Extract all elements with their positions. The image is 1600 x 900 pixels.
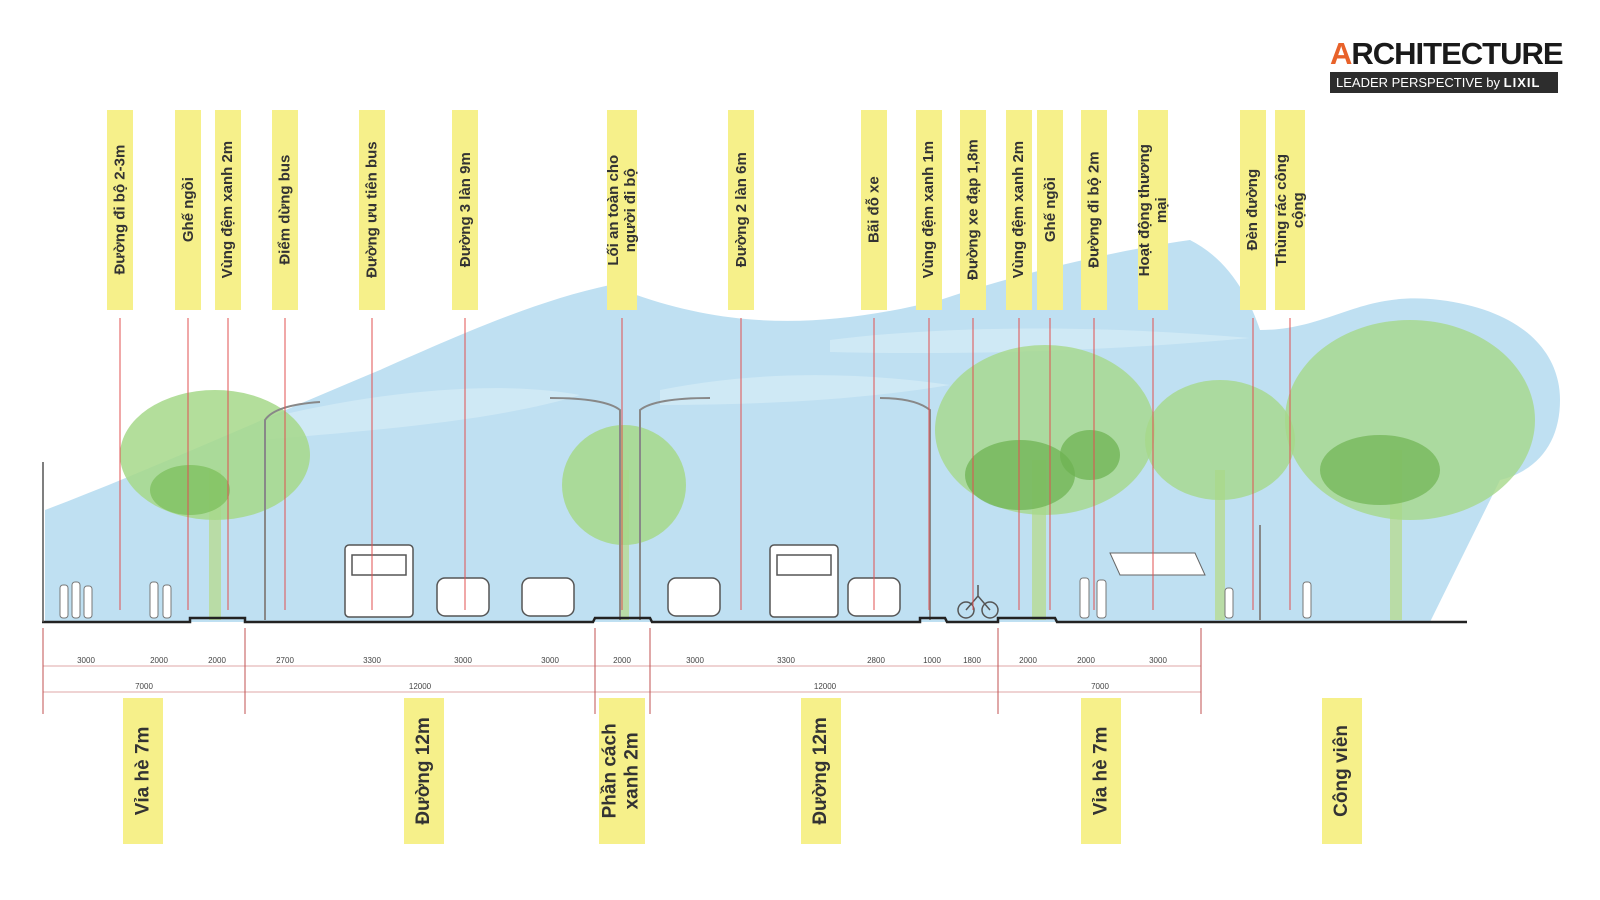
top-label-text: Vùng đệm xanh 2m	[219, 141, 237, 279]
top-label-text: Hoạt động thương mại	[1135, 143, 1171, 277]
top-label: Lối an toàn cho người đi bộ	[604, 110, 639, 310]
tree	[935, 345, 1155, 620]
dimension-value: 2700	[276, 656, 294, 665]
top-label-text: Điểm dừng bus	[276, 154, 294, 266]
dimension-value: 2800	[867, 656, 885, 665]
bot-label-text: Phần cách xanh 2m	[600, 723, 644, 819]
top-label: Đường đi bộ 2-3m	[107, 110, 133, 310]
car	[436, 577, 901, 617]
top-label: Điểm dừng bus	[272, 110, 298, 310]
dimension-value: 3000	[686, 656, 704, 665]
top-label: Đường 2 làn 6m	[728, 110, 754, 310]
dimension-value: 2000	[150, 656, 168, 665]
street-lamp	[264, 397, 1261, 620]
top-label: Đường 3 làn 9m	[452, 110, 478, 310]
top-label: Vùng đệm xanh 2m	[1006, 110, 1032, 310]
dimension-value: 3000	[1149, 656, 1167, 665]
ground-line	[42, 616, 1467, 624]
dimension-value: 3000	[454, 656, 472, 665]
bot-label: Phần cách xanh 2m	[599, 698, 645, 844]
top-label-text: Đường đi bộ 2-3m	[111, 145, 129, 275]
dimension-total: 7000	[1091, 682, 1109, 691]
sky-band	[660, 375, 950, 405]
bot-label-text: Vỉa hè 7m	[132, 726, 154, 816]
tree	[1145, 380, 1295, 620]
bot-label-text: Vỉa hè 7m	[1090, 726, 1112, 816]
top-label: Vùng đệm xanh 1m	[916, 110, 942, 310]
dimension-value: 2000	[1019, 656, 1037, 665]
logo-subtitle: LEADER PERSPECTIVE by LIXIL	[1330, 72, 1558, 93]
pedestrians	[59, 577, 1312, 619]
top-label-text: Đường 3 làn 9m	[456, 152, 474, 268]
dimension-total: 7000	[135, 682, 153, 691]
top-label: Ghế ngồi	[175, 110, 201, 310]
dimension-lines	[42, 628, 1202, 714]
top-label: Đường xe đạp 1,8m	[960, 110, 986, 310]
top-label-text: Vùng đệm xanh 2m	[1010, 141, 1028, 279]
leader-lines	[119, 318, 1291, 610]
top-label: Hoạt động thương mại	[1135, 110, 1171, 310]
bot-label: Đường 12m	[801, 698, 841, 844]
dimension-value: 2000	[1077, 656, 1095, 665]
sky-band	[830, 328, 1250, 354]
top-label-text: Đường ưu tiên bus	[363, 141, 381, 279]
top-label-text: Lối an toàn cho người đi bộ	[604, 154, 639, 266]
top-label-text: Bãi đỗ xe	[865, 176, 883, 244]
top-label-text: Vùng đệm xanh 1m	[920, 141, 938, 279]
top-label-text: Đường xe đạp 1,8m	[964, 139, 982, 281]
top-label: Đèn đường	[1240, 110, 1266, 310]
bot-label-text: Đường 12m	[413, 717, 435, 825]
top-label: Đường ưu tiên bus	[359, 110, 385, 310]
dimension-value: 3300	[777, 656, 795, 665]
tree	[562, 425, 686, 620]
bot-label: Vỉa hè 7m	[123, 698, 163, 844]
tree	[120, 390, 310, 620]
bicycle	[957, 585, 999, 619]
top-label: Đường đi bộ 2m	[1081, 110, 1107, 310]
dimension-total: 12000	[813, 682, 837, 691]
logo-title: ARCHITECTURE	[1330, 36, 1564, 71]
top-label-text: Ghế ngồi	[179, 177, 197, 243]
top-label-text: Ghế ngồi	[1041, 177, 1059, 243]
top-label: Thùng rác công cộng	[1272, 110, 1307, 310]
dimension-value: 3300	[363, 656, 381, 665]
dimension-value: 3000	[541, 656, 559, 665]
top-label-text: Đường 2 làn 6m	[732, 152, 750, 268]
tree	[1285, 320, 1535, 620]
architecture-logo: ARCHITECTURE LEADER PERSPECTIVE by LIXIL	[1330, 36, 1564, 93]
bot-label: Vỉa hè 7m	[1081, 698, 1121, 844]
sky-band	[260, 388, 580, 440]
bot-label-text: Đường 12m	[810, 717, 832, 825]
top-label: Ghế ngồi	[1037, 110, 1063, 310]
top-label: Bãi đỗ xe	[861, 110, 887, 310]
top-label-text: Thùng rác công cộng	[1272, 153, 1307, 267]
dimension-total: 12000	[408, 682, 432, 691]
top-label-text: Đèn đường	[1244, 169, 1262, 251]
bus	[344, 544, 839, 618]
dimension-value: 3000	[77, 656, 95, 665]
dimension-value: 1000	[923, 656, 941, 665]
bot-label: Đường 12m	[404, 698, 444, 844]
dimension-value: 2000	[208, 656, 226, 665]
top-label-text: Đường đi bộ 2m	[1085, 151, 1103, 269]
bot-label: Công viên	[1322, 698, 1362, 844]
top-label: Vùng đệm xanh 2m	[215, 110, 241, 310]
dimension-value: 2000	[613, 656, 631, 665]
market-tent	[1109, 552, 1206, 576]
dimension-value: 1800	[963, 656, 981, 665]
bot-label-text: Công viên	[1331, 725, 1353, 817]
